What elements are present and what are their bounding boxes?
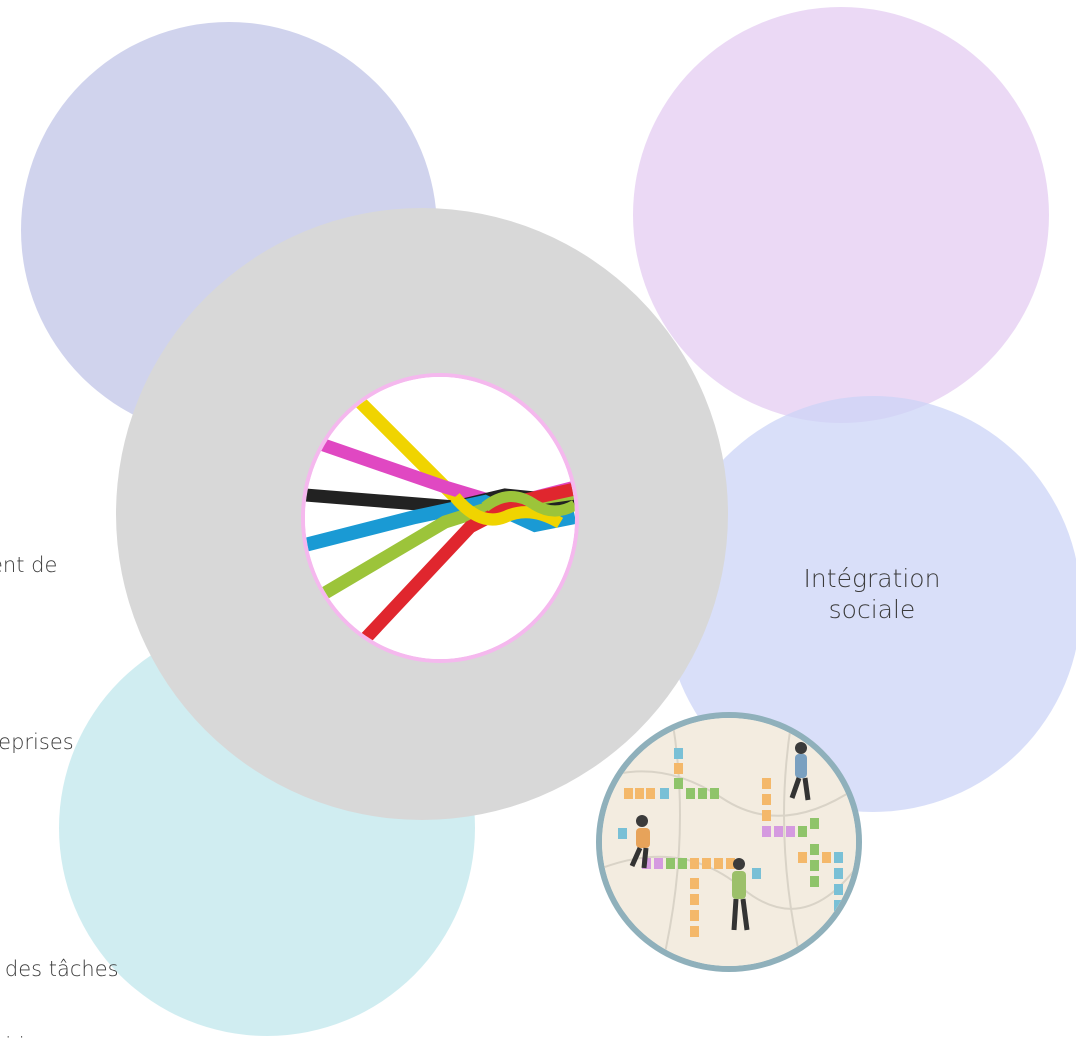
braided-cords-image	[301, 373, 579, 663]
bottom-left-label-1: t des tâches	[0, 957, 119, 981]
integration-sociale-label: Intégration sociale	[752, 563, 992, 625]
person-climbing	[789, 742, 811, 801]
person-standing	[731, 858, 750, 931]
lower-left-label: reprises	[0, 730, 74, 754]
pink-circle	[633, 7, 1049, 423]
braided-cords-icon	[305, 377, 575, 659]
sticky-notes-illustration-icon	[602, 718, 856, 966]
middle-left-label: ent de	[0, 553, 58, 577]
bottom-left-label-2: t · ·	[0, 1025, 25, 1038]
people-sticky-notes-image	[596, 712, 862, 972]
integration-line1: Intégration	[803, 564, 941, 593]
person-sitting	[629, 815, 650, 869]
integration-line2: sociale	[828, 595, 916, 624]
